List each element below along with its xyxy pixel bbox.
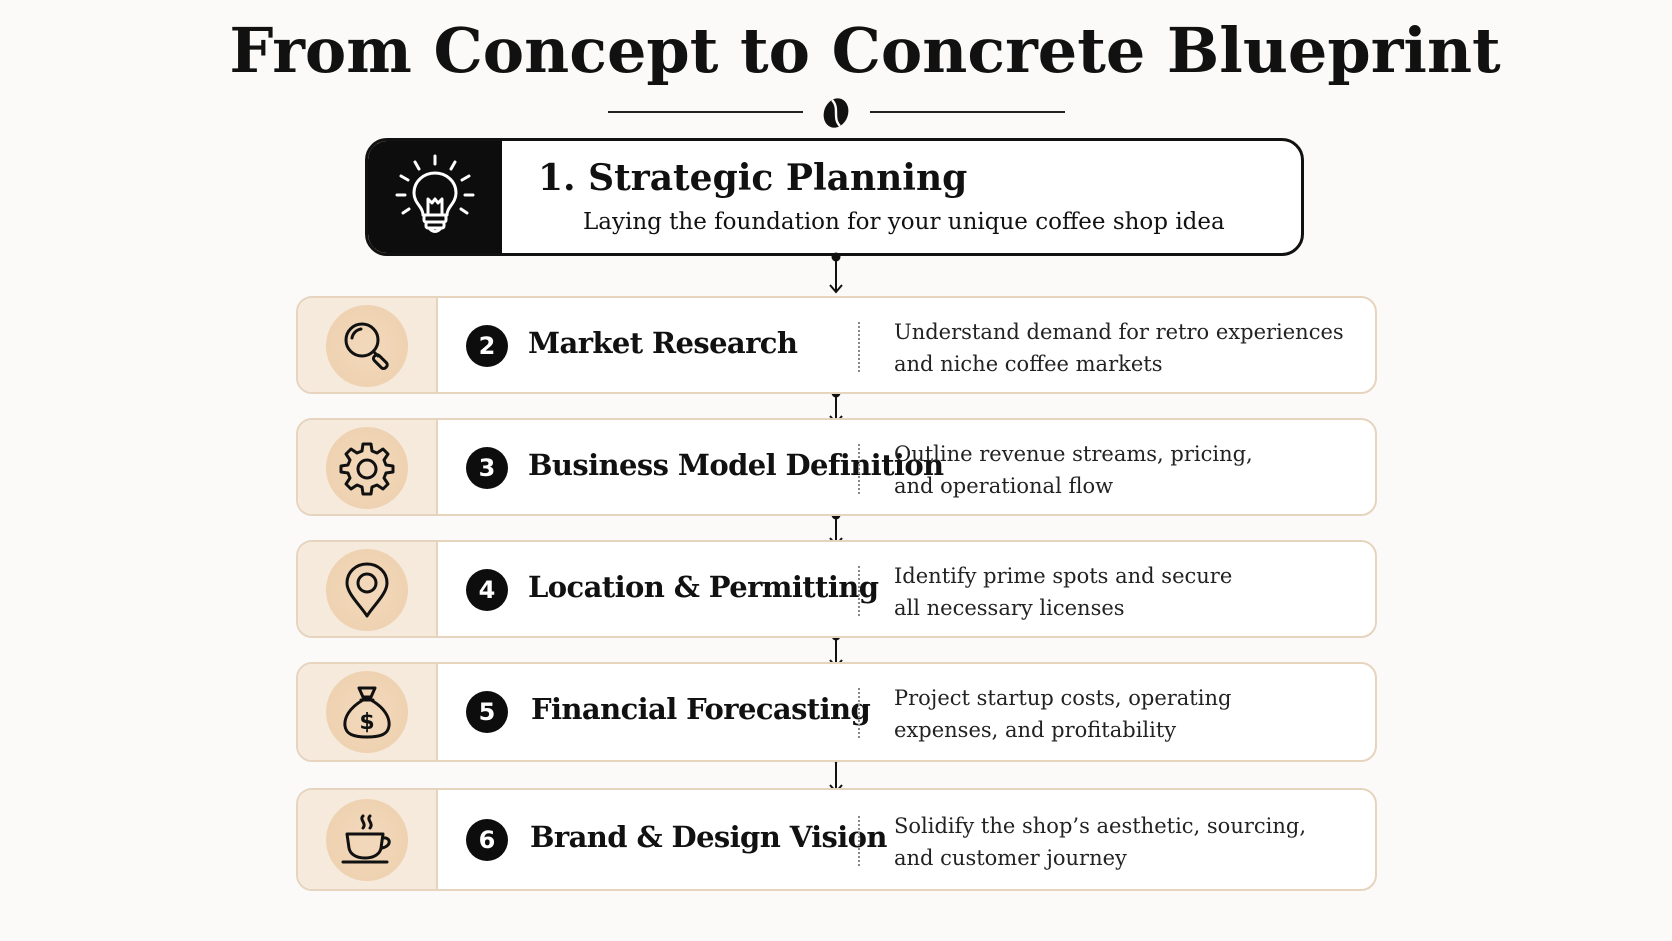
step-title: Financial Forecasting: [531, 692, 871, 726]
step-number-badge: 4: [466, 569, 508, 611]
step-number-badge: 6: [466, 819, 508, 861]
step-icon-circle: [326, 549, 408, 631]
coffee-bean-icon: [823, 98, 849, 128]
step-description: Understand demand for retro experiences …: [894, 316, 1364, 380]
step-description: Identify prime spots and secure all nece…: [894, 560, 1364, 624]
step-description-line: Outline revenue streams, pricing,: [894, 442, 1253, 466]
step-description: Solidify the shop’s aesthetic, sourcing,…: [894, 810, 1364, 874]
step-icon-column: [298, 790, 438, 889]
step-title: Brand & Design Vision: [530, 820, 888, 854]
hero-title: 1. Strategic Planning: [538, 157, 968, 199]
step-title: Market Research: [528, 326, 798, 360]
title-divider-left: [608, 111, 803, 113]
strategic-planning-card: 1. Strategic Planning Laying the foundat…: [365, 138, 1304, 256]
step-description-line: Project startup costs, operating: [894, 686, 1232, 710]
step-icon-column: $: [298, 664, 438, 760]
step-icon-circle: $: [326, 671, 408, 753]
step-description-line: all necessary licenses: [894, 596, 1125, 620]
money-bag-icon: $: [343, 686, 391, 739]
step-description-line: and operational flow: [894, 474, 1114, 498]
step-number-badge: 5: [466, 691, 508, 733]
step-description: Outline revenue streams, pricing, and op…: [894, 438, 1364, 502]
step-icon-circle: [326, 305, 408, 387]
step-number-badge: 2: [466, 325, 508, 367]
step-icon-column: [298, 298, 438, 392]
hero-icon-box: [368, 141, 502, 253]
step-description: Project startup costs, operating expense…: [894, 682, 1364, 746]
step-description-line: Identify prime spots and secure: [894, 564, 1233, 588]
connector-arrow: [829, 252, 843, 294]
step-icon-column: [298, 542, 438, 636]
step-icon-column: [298, 420, 438, 514]
step-separator: [858, 688, 860, 738]
step-card-brand-design: 6 Brand & Design Vision Solidify the sho…: [296, 788, 1377, 891]
step-title: Location & Permitting: [528, 570, 879, 604]
coffee-cup-icon: [341, 814, 391, 864]
step-number-badge: 3: [466, 447, 508, 489]
step-icon-circle: [326, 427, 408, 509]
step-card-business-model: 3 Business Model Definition Outline reve…: [296, 418, 1377, 516]
step-title: Business Model Definition: [528, 448, 944, 482]
step-icon-circle: [326, 799, 408, 881]
svg-text:$: $: [359, 710, 374, 735]
step-separator: [858, 566, 860, 616]
map-pin-icon: [345, 562, 389, 618]
step-description-line: and customer journey: [894, 846, 1127, 870]
lightbulb-icon: [395, 154, 475, 233]
page-title: From Concept to Concrete Blueprint: [229, 14, 1501, 87]
step-separator: [858, 322, 860, 372]
step-description-line: Solidify the shop’s aesthetic, sourcing,: [894, 814, 1307, 838]
step-card-location-permitting: 4 Location & Permitting Identify prime s…: [296, 540, 1377, 638]
gear-icon: [339, 442, 395, 496]
step-separator: [858, 816, 860, 866]
step-separator: [858, 444, 860, 494]
hero-subtitle: Laying the foundation for your unique co…: [583, 209, 1225, 235]
magnifier-icon: [344, 322, 389, 371]
title-divider-right: [870, 111, 1065, 113]
step-description-line: Understand demand for retro experiences: [894, 320, 1344, 344]
step-card-financial-forecasting: $ 5 Financial Forecasting Project startu…: [296, 662, 1377, 762]
step-description-line: and niche coffee markets: [894, 352, 1163, 376]
step-description-line: expenses, and profitability: [894, 718, 1177, 742]
step-card-market-research: 2 Market Research Understand demand for …: [296, 296, 1377, 394]
